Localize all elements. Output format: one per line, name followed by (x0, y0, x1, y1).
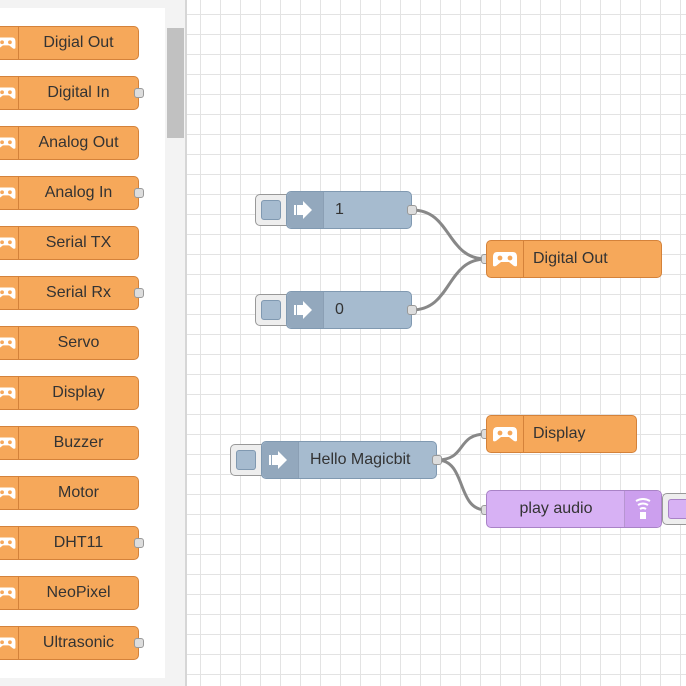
palette-node[interactable]: Buzzer (0, 426, 139, 460)
magicbit-icon (0, 127, 19, 159)
palette-node-label: Display (52, 384, 105, 401)
magicbit-icon (0, 327, 19, 359)
palette-node[interactable]: Ultrasonic (0, 626, 139, 660)
magicbit-icon (0, 277, 19, 309)
palette-node[interactable]: Serial Rx (0, 276, 139, 310)
inject-node-0[interactable]: 0 (286, 291, 412, 329)
inject-node-hello-magicbit[interactable]: Hello Magicbit (261, 441, 437, 479)
magicbit-icon (0, 427, 19, 459)
inject-button-face (236, 450, 256, 470)
inject-label: 1 (335, 201, 344, 218)
palette-node[interactable]: Motor (0, 476, 139, 510)
magicbit-icon (0, 377, 19, 409)
play-audio-label: play audio (519, 500, 593, 517)
palette-node[interactable]: Servo (0, 326, 139, 360)
palette-node-label: DHT11 (53, 534, 104, 551)
palette-node-output-port (134, 188, 144, 198)
inject-0-output-port[interactable] (407, 305, 417, 315)
inject-button-face (261, 300, 281, 320)
audio-icon (624, 491, 661, 527)
magicbit-icon (0, 477, 19, 509)
palette-node-label: NeoPixel (46, 584, 111, 601)
play-audio-trigger-button[interactable] (662, 493, 686, 525)
display-node[interactable]: Display (486, 415, 637, 453)
palette-node[interactable]: NeoPixel (0, 576, 139, 610)
arrow-in-icon (262, 442, 299, 478)
digital-out-node[interactable]: Digital Out (486, 240, 662, 278)
inject-node-1[interactable]: 1 (286, 191, 412, 229)
magicbit-icon (0, 177, 19, 209)
magicbit-icon (487, 241, 524, 277)
magicbit-icon (0, 77, 19, 109)
palette-node-output-port (134, 638, 144, 648)
inject-1-trigger-button[interactable] (255, 194, 291, 226)
palette-node-output-port (134, 288, 144, 298)
palette-node-label: Serial TX (45, 234, 112, 251)
palette-node[interactable]: DHT11 (0, 526, 139, 560)
inject-label: Hello Magicbit (310, 451, 411, 468)
audio-button-face (668, 499, 686, 519)
inject-1-output-port[interactable] (407, 205, 417, 215)
magicbit-icon (0, 27, 19, 59)
palette-scrollbar-thumb[interactable] (167, 28, 184, 138)
arrow-in-icon (287, 192, 324, 228)
palette-node-label: Analog Out (38, 134, 119, 151)
palette-divider[interactable] (185, 0, 187, 686)
magicbit-icon (0, 577, 19, 609)
palette-node-label: Serial Rx (46, 284, 111, 301)
inject-label: 0 (335, 301, 344, 318)
palette-node-output-port (134, 538, 144, 548)
magicbit-icon (487, 416, 524, 452)
palette-node-label: Buzzer (53, 434, 104, 451)
palette-node-label: Servo (57, 334, 100, 351)
digital-out-label: Digital Out (533, 250, 608, 267)
palette-node[interactable]: Digial Out (0, 26, 139, 60)
inject-hello-trigger-button[interactable] (230, 444, 266, 476)
palette-node-label: Digital In (47, 84, 110, 101)
palette-node-label: Motor (58, 484, 99, 501)
magicbit-icon (0, 227, 19, 259)
palette-node-label: Digial Out (43, 34, 114, 51)
inject-button-face (261, 200, 281, 220)
magicbit-icon (0, 527, 19, 559)
inject-hello-output-port[interactable] (432, 455, 442, 465)
flow-workspace[interactable] (187, 0, 686, 686)
palette-node-output-port (134, 88, 144, 98)
palette-node[interactable]: Analog Out (0, 126, 139, 160)
play-audio-node[interactable]: play audio (486, 490, 662, 528)
display-label: Display (533, 425, 586, 442)
palette-node[interactable]: Digital In (0, 76, 139, 110)
magicbit-icon (0, 627, 19, 659)
palette-node-label: Ultrasonic (42, 634, 115, 651)
palette-node[interactable]: Serial TX (0, 226, 139, 260)
palette-scrollbar-track[interactable] (166, 8, 184, 678)
arrow-in-icon (287, 292, 324, 328)
inject-0-trigger-button[interactable] (255, 294, 291, 326)
palette-node[interactable]: Analog In (0, 176, 139, 210)
palette-node-label: Analog In (44, 184, 113, 201)
palette-node[interactable]: Display (0, 376, 139, 410)
